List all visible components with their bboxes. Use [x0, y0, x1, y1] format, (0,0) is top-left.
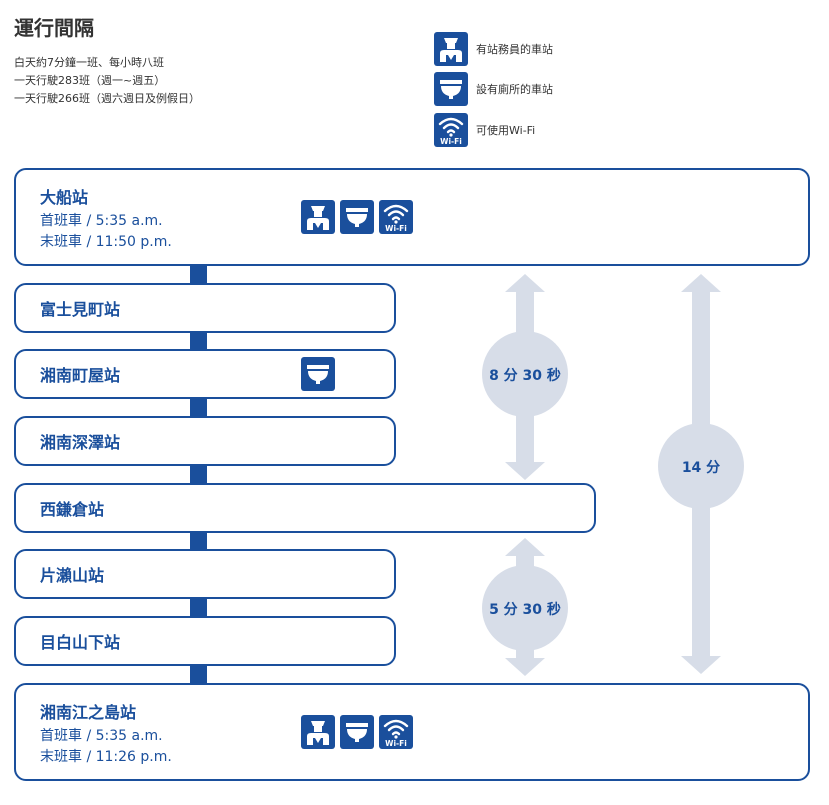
station-shonan-fukasawa: 湘南深澤站 [14, 416, 396, 466]
wifi-icon: Wi-Fi [379, 200, 413, 234]
legend-toilet: 設有廁所的車站 [434, 72, 553, 106]
station-shonan-enoshima: 湘南江之島站 首班車 / 5:35 a.m. 末班車 / 11:26 p.m. … [14, 683, 810, 781]
legend-staff: 有站務員的車站 [434, 32, 553, 66]
first-train-time: 首班車 / 5:35 a.m. [40, 728, 163, 744]
interval-label: 8 分 30 秒 [489, 367, 561, 384]
station-name: 西鎌倉站 [40, 500, 105, 519]
station-katasеyama: 片瀨山站 [14, 549, 396, 599]
station-name: 湘南江之島站 [40, 703, 137, 722]
last-train-time: 末班車 / 11:50 p.m. [40, 234, 172, 250]
interval-label: 5 分 30 秒 [489, 601, 561, 618]
station-name: 目白山下站 [40, 633, 121, 652]
station-shonan-machiya: 湘南町屋站 [14, 349, 396, 399]
last-train-time: 末班車 / 11:26 p.m. [40, 749, 172, 765]
station-name: 片瀨山站 [40, 566, 105, 585]
station-name: 湘南町屋站 [40, 366, 121, 385]
staff-icon [301, 200, 335, 234]
interval-arrow-total: 14 分 [658, 274, 744, 674]
info-weekend-trips: 一天行駛266班（週六週日及例假日） [14, 92, 200, 105]
staff-icon [434, 32, 468, 66]
wifi-icon: Wi-Fi [379, 715, 413, 749]
toilet-icon [434, 72, 468, 106]
toilet-icon [301, 357, 335, 391]
wifi-icon-text: Wi-Fi [440, 137, 462, 146]
station-name: 富士見町站 [40, 300, 121, 319]
station-nishi-kamakura: 西鎌倉站 [14, 483, 596, 533]
first-train-time: 首班車 / 5:35 a.m. [40, 213, 163, 229]
wifi-icon: Wi-Fi [434, 113, 468, 147]
legend-toilet-label: 設有廁所的車站 [476, 83, 553, 96]
info-daytime-frequency: 白天約7分鐘一班、每小時八班 [14, 56, 164, 69]
info-weekday-trips: 一天行駛283班（週一~週五） [14, 74, 166, 87]
legend-staff-label: 有站務員的車站 [476, 43, 553, 56]
toilet-icon [340, 715, 374, 749]
interval-label: 14 分 [682, 460, 720, 476]
station-name: 湘南深澤站 [40, 433, 121, 452]
legend-wifi: Wi-Fi 可使用Wi-Fi [434, 113, 535, 147]
wifi-icon-text: Wi-Fi [385, 739, 407, 748]
toilet-icon [340, 200, 374, 234]
station-name: 大船站 [40, 188, 89, 207]
wifi-icon-text: Wi-Fi [385, 224, 407, 233]
legend-wifi-label: 可使用Wi-Fi [476, 124, 536, 137]
station-mejiroyamashita: 目白山下站 [14, 616, 396, 666]
interval-arrow-ofuna-nishikamakura: 8 分 30 秒 [482, 274, 568, 480]
staff-icon [301, 715, 335, 749]
station-ofuna: 大船站 首班車 / 5:35 a.m. 末班車 / 11:50 p.m. Wi-… [14, 168, 810, 266]
page-title: 運行間隔 [14, 16, 94, 40]
interval-arrow-nishikamakura-enoshima: 5 分 30 秒 [482, 538, 568, 676]
station-fujimicho: 富士見町站 [14, 283, 396, 333]
